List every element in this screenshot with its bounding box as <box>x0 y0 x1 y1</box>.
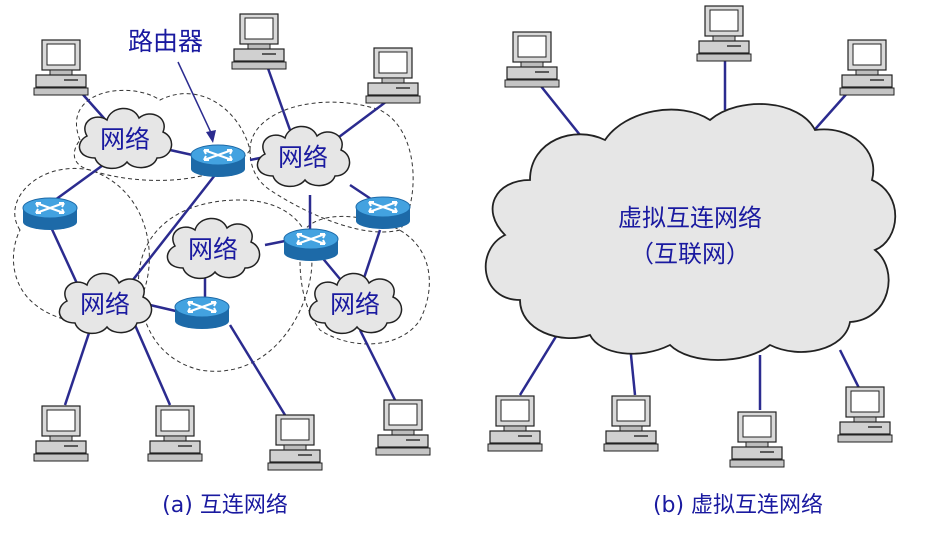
diagram-a: 网络 网络 网络 网络 网络 路由器 (a) 互连网络 <box>12 13 431 518</box>
router-icon <box>21 196 79 232</box>
computer-icon <box>603 395 659 452</box>
internet-cloud <box>484 103 897 361</box>
internet-cloud-title: 虚拟互连网络 <box>618 204 762 232</box>
computer-icon <box>375 399 431 456</box>
caption-a: (a) 互连网络 <box>162 493 288 518</box>
router-icon <box>354 195 412 231</box>
computer-icon <box>231 13 287 70</box>
caption-b: (b) 虚拟互连网络 <box>653 493 823 518</box>
computer-icon <box>365 47 421 104</box>
network-label: 网络 <box>188 235 238 264</box>
computer-icon <box>33 405 89 462</box>
computer-icon <box>487 395 543 452</box>
network-label: 网络 <box>80 290 130 319</box>
network-label: 网络 <box>278 143 328 172</box>
computer-icon <box>147 405 203 462</box>
links-b <box>518 55 862 410</box>
router-icon <box>173 295 231 331</box>
internet-cloud-subtitle: （互联网） <box>630 240 750 268</box>
annotation-arrow <box>177 61 216 143</box>
network-label: 网络 <box>330 290 380 319</box>
network-label: 网络 <box>100 125 150 154</box>
router-annotation: 路由器 <box>128 27 203 56</box>
computer-icon <box>837 386 893 443</box>
router-icon <box>282 227 340 263</box>
computer-icon <box>696 5 752 62</box>
computer-icon <box>267 414 323 471</box>
computer-icon <box>504 31 560 88</box>
computer-icon <box>33 39 89 96</box>
diagram-b: 虚拟互连网络 （互联网） (b) 虚拟互连网络 <box>484 5 897 518</box>
computer-icon <box>839 39 895 96</box>
computer-icon <box>729 411 785 468</box>
router-icon <box>189 143 247 179</box>
